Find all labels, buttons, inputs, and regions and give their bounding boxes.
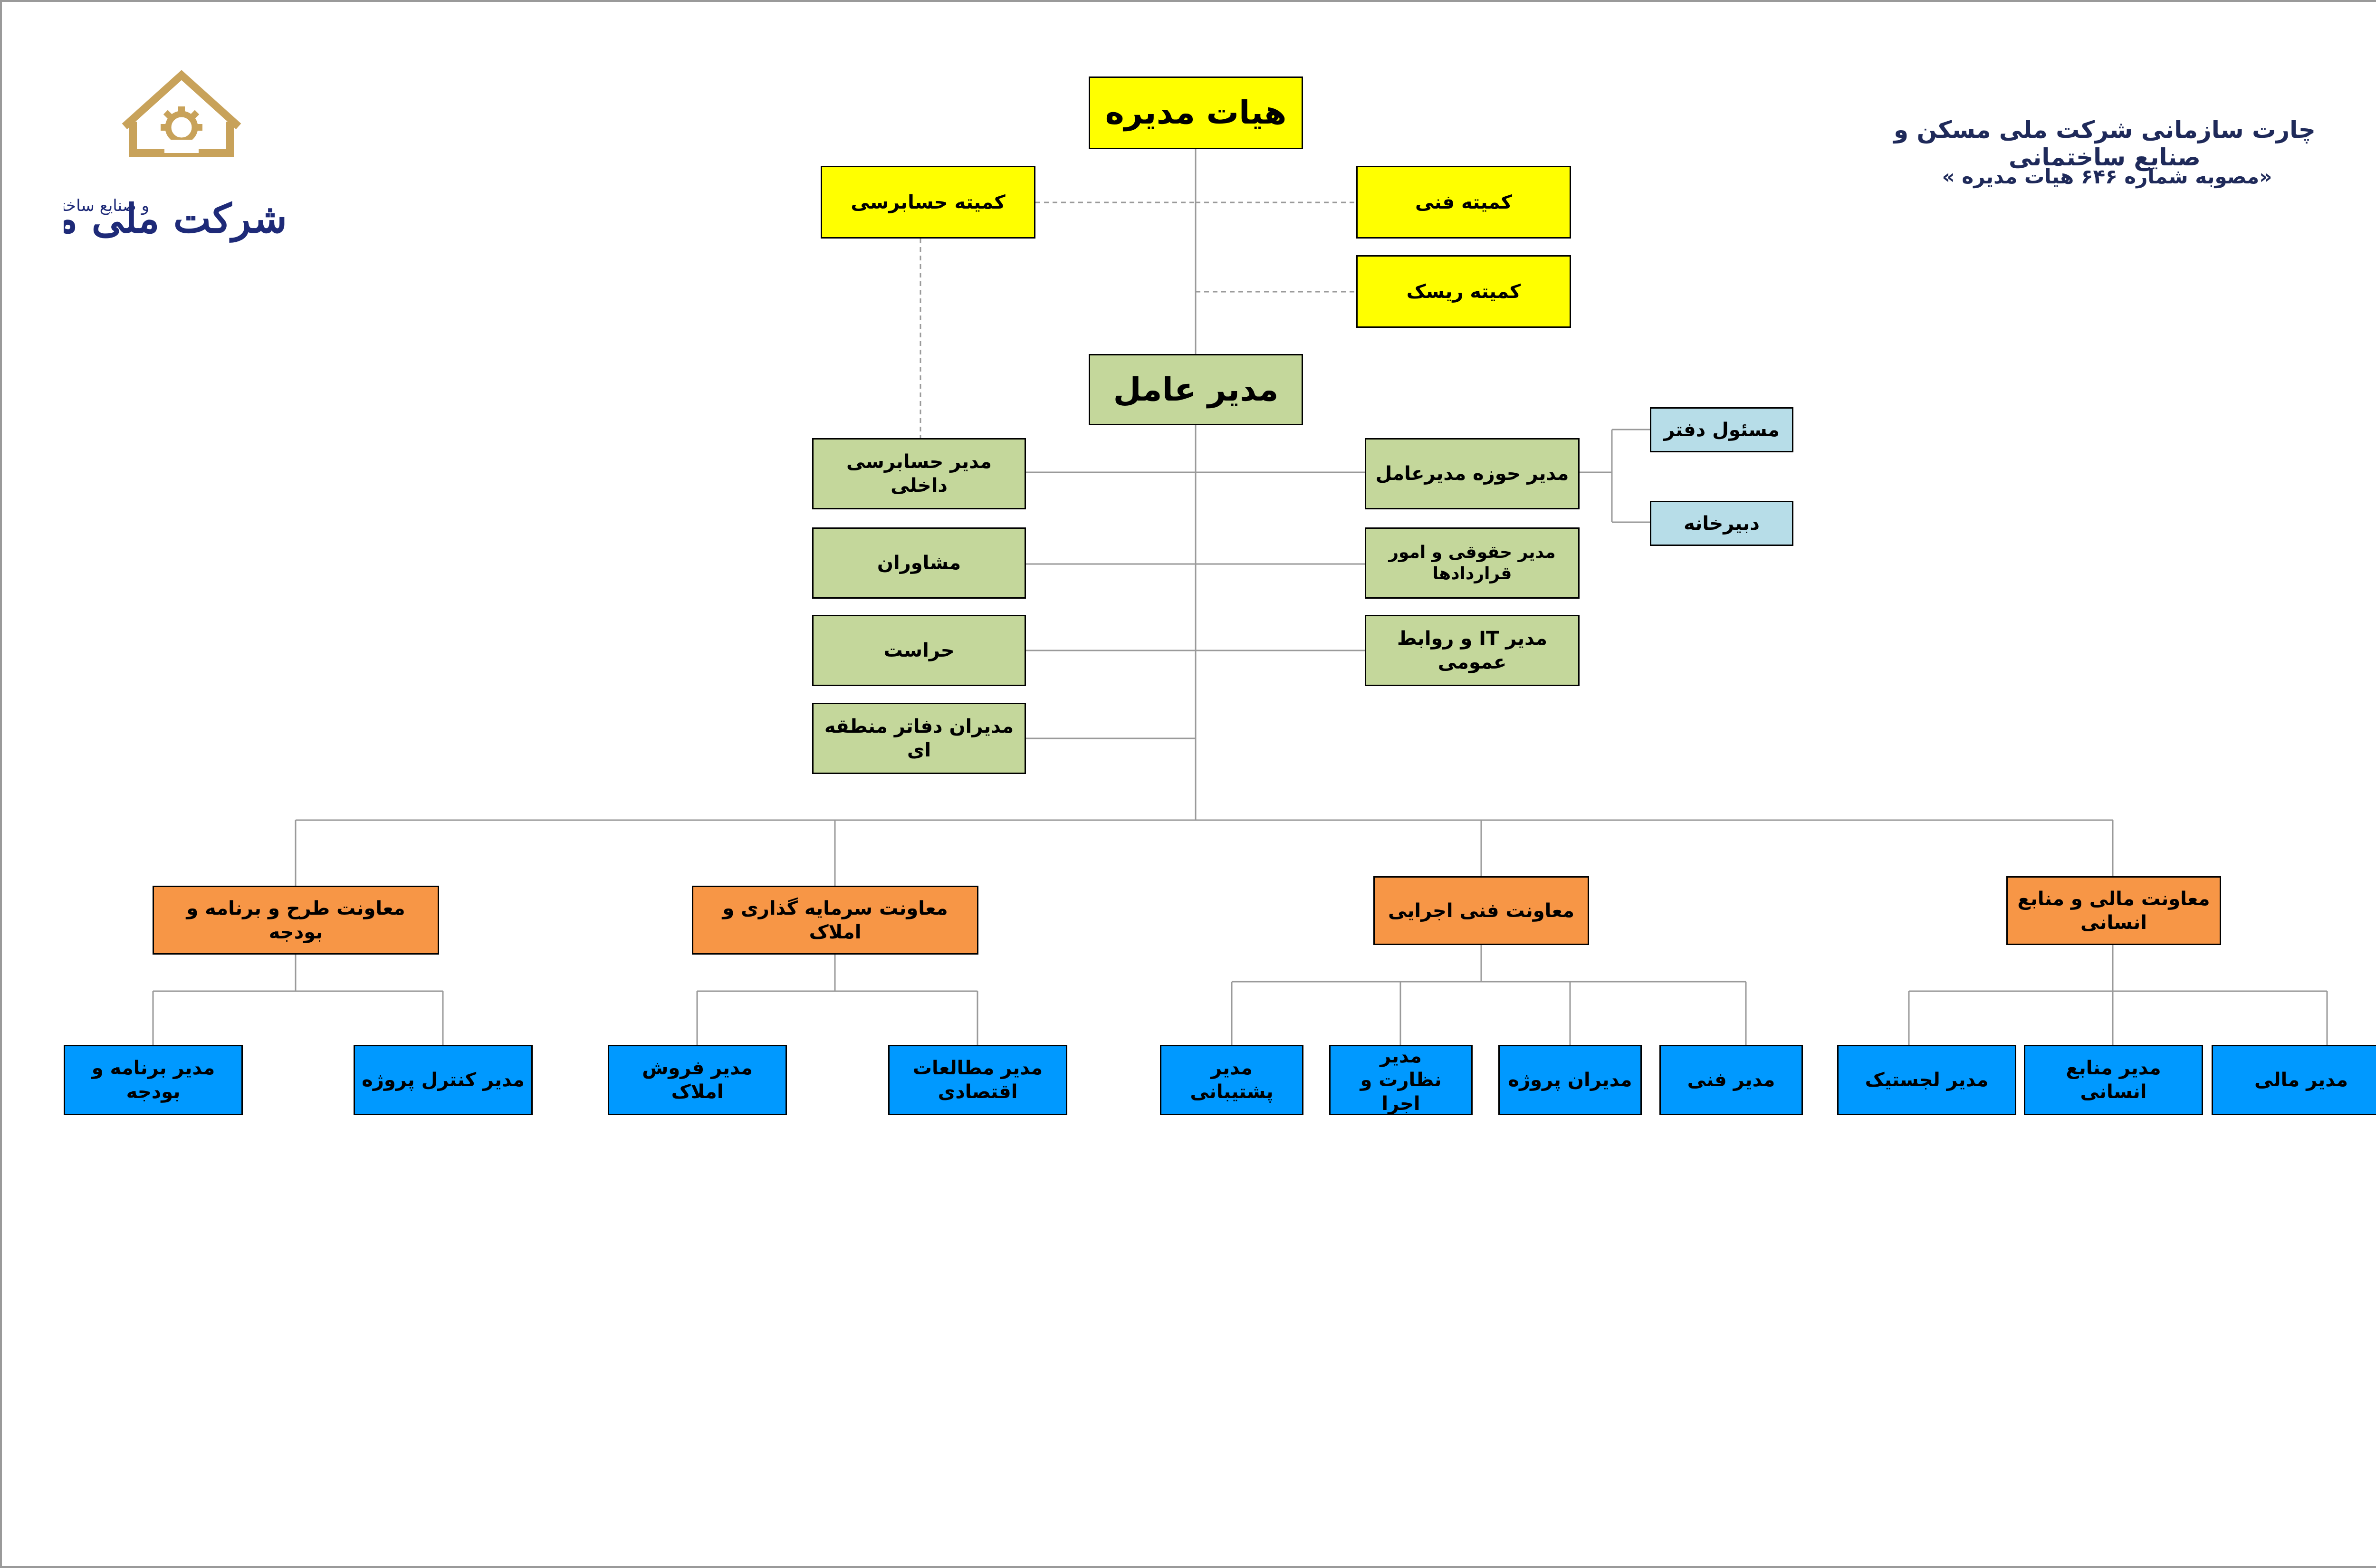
technical-committee-box: کمیته فنی xyxy=(1356,166,1571,239)
unit-logistics-manager-box: مدیر لجستیک xyxy=(1837,1045,2016,1115)
deputy-technical-execution-box: معاونت فنی اجرایی xyxy=(1373,876,1589,945)
legal-contracts-manager-box: مدیر حقوقی و امور قراردادها xyxy=(1365,527,1580,599)
deputy-investment-property-box: معاونت سرمایه گذاری و املاک xyxy=(692,886,978,955)
risk-committee-box: کمیته ریسک xyxy=(1356,255,1571,328)
office-head-box: مسئول دفتر xyxy=(1650,407,1793,452)
security-box: حراست xyxy=(812,615,1026,686)
unit-budget-planning-manager-box: مدیر برنامه و بودجه xyxy=(64,1045,243,1115)
deputy-planning-budget-box: معاونت طرح و برنامه و بودجه xyxy=(153,886,439,955)
board-of-directors-box: هیات مدیره xyxy=(1089,76,1303,149)
it-public-relations-manager-box: مدیر IT و روابط عمومی xyxy=(1365,615,1580,686)
regional-office-managers-box: مدیران دفاتر منطقه ای xyxy=(812,703,1026,774)
unit-project-managers-box: مدیران پروژه xyxy=(1498,1045,1642,1115)
unit-economic-studies-manager-box: مدیر مطالعات اقتصادی xyxy=(888,1045,1067,1115)
unit-technical-manager-box: مدیر فنی xyxy=(1659,1045,1803,1115)
chart-title: چارت سازمانی شرکت ملی مسکن و صنایع ساختم… xyxy=(1894,116,2316,171)
unit-hr-manager-box: مدیر منابع انسانی xyxy=(2024,1045,2203,1115)
unit-property-sales-manager-box: مدیر فروش املاک xyxy=(608,1045,787,1115)
advisors-box: مشاوران xyxy=(812,527,1026,599)
internal-audit-manager-box: مدیر حسابرسی داخلی xyxy=(812,438,1026,509)
unit-finance-manager-box: مدیر مالی xyxy=(2212,1045,2376,1115)
unit-project-control-manager-box: مدیر کنترل پروژه xyxy=(354,1045,533,1115)
house-gear-icon xyxy=(122,70,241,157)
ceo-office-manager-box: مدیر حوزه مدیرعامل xyxy=(1365,438,1580,509)
logo-text-sub: و صنایع ساختمانی xyxy=(64,196,149,215)
unit-support-manager-box: مدیر پشتیبانی xyxy=(1160,1045,1303,1115)
chart-subtitle: «مصوبه شماره ۶۴۶ هیات مدیره » xyxy=(1942,165,2272,188)
unit-supervision-execution-manager-box: مدیر نظارت و اجرا xyxy=(1329,1045,1473,1115)
secretariat-box: دبیرخانه xyxy=(1650,501,1793,546)
ceo-box: مدیر عامل xyxy=(1089,354,1303,425)
logo-text-main: شرکت ملی مسکن xyxy=(64,195,287,243)
audit-committee-box: کمیته حسابرسی xyxy=(821,166,1035,239)
company-logo: شرکت ملی مسکن و صنایع ساختمانی xyxy=(64,70,287,243)
deputy-finance-hr-box: معاونت مالی و منابع انسانی xyxy=(2006,876,2221,945)
